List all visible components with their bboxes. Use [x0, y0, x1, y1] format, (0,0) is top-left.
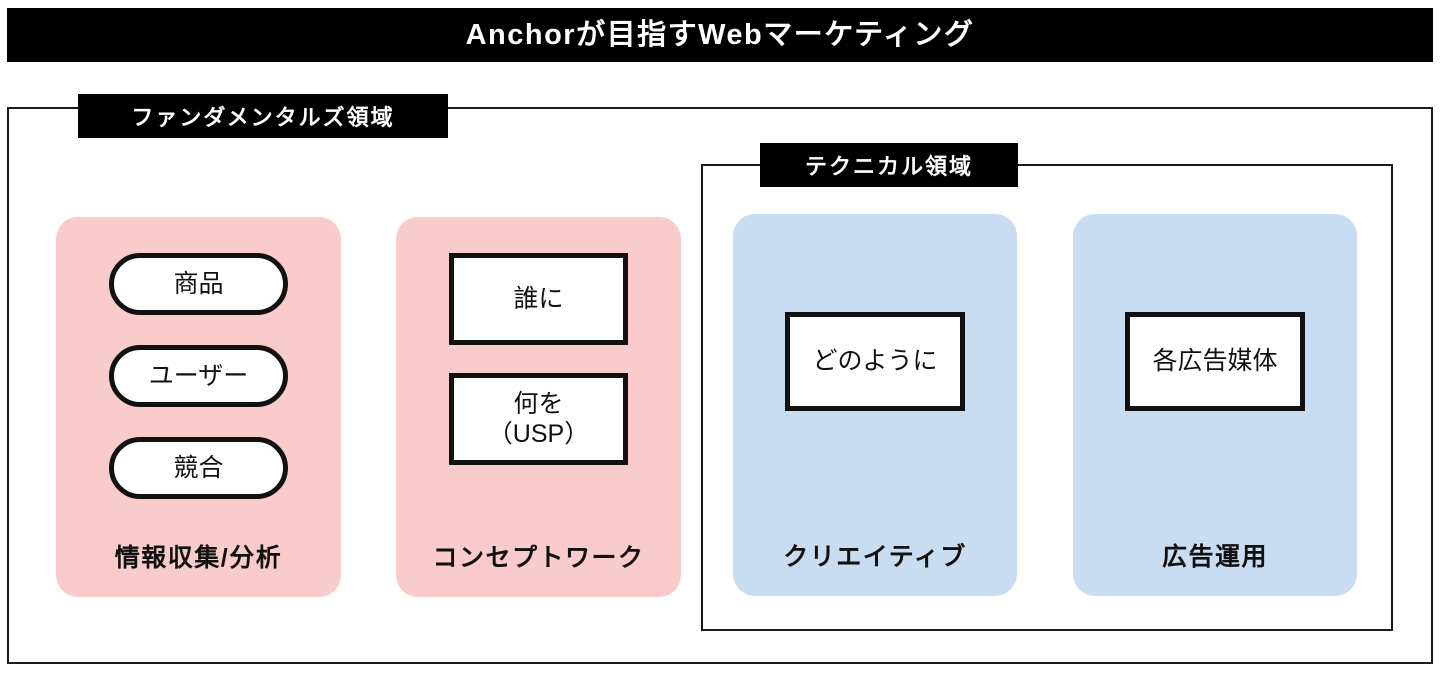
diagram-title: Anchorが目指すWebマーケティング — [465, 18, 975, 51]
technical-region-frame — [701, 164, 1393, 631]
pillar-info-caption: 情報収集/分析 — [114, 544, 283, 572]
node-ad-media: 各広告媒体 — [1125, 312, 1305, 411]
fundamentals-region-label: ファンダメンタルズ領域 — [78, 94, 448, 138]
node-product: 商品 — [109, 253, 288, 315]
node-user: ユーザー — [109, 345, 288, 407]
pillar-creative-caption: クリエイティブ — [783, 543, 967, 571]
node-what-usp-line2: （USP） — [487, 420, 590, 448]
pillar-info-items: 商品 ユーザー 競合 — [56, 217, 341, 546]
pillar-ads-items: 各広告媒体 — [1073, 214, 1357, 545]
node-who: 誰に — [449, 253, 628, 345]
pillar-card-info: 商品 ユーザー 競合 情報収集/分析 — [56, 217, 341, 597]
technical-region-label: テクニカル領域 — [760, 143, 1018, 187]
pillar-concept-items: 誰に 何を （USP） — [396, 217, 681, 546]
node-how: どのように — [785, 312, 965, 411]
node-what-usp-line1: 何を — [513, 389, 564, 418]
fundamentals-region-frame — [7, 107, 1433, 664]
pillar-card-concept: 誰に 何を （USP） コンセプトワーク — [396, 217, 681, 597]
pillar-creative-items: どのように — [733, 214, 1017, 545]
pillar-concept-caption: コンセプトワーク — [432, 544, 645, 572]
pillar-card-ads: 各広告媒体 広告運用 — [1073, 214, 1357, 596]
pillar-card-creative: どのように クリエイティブ — [733, 214, 1017, 596]
pillar-ads-caption: 広告運用 — [1161, 543, 1268, 571]
node-what-usp: 何を （USP） — [449, 373, 628, 465]
diagram-title-bar: Anchorが目指すWebマーケティング — [7, 8, 1433, 62]
node-competitor: 競合 — [109, 437, 288, 499]
